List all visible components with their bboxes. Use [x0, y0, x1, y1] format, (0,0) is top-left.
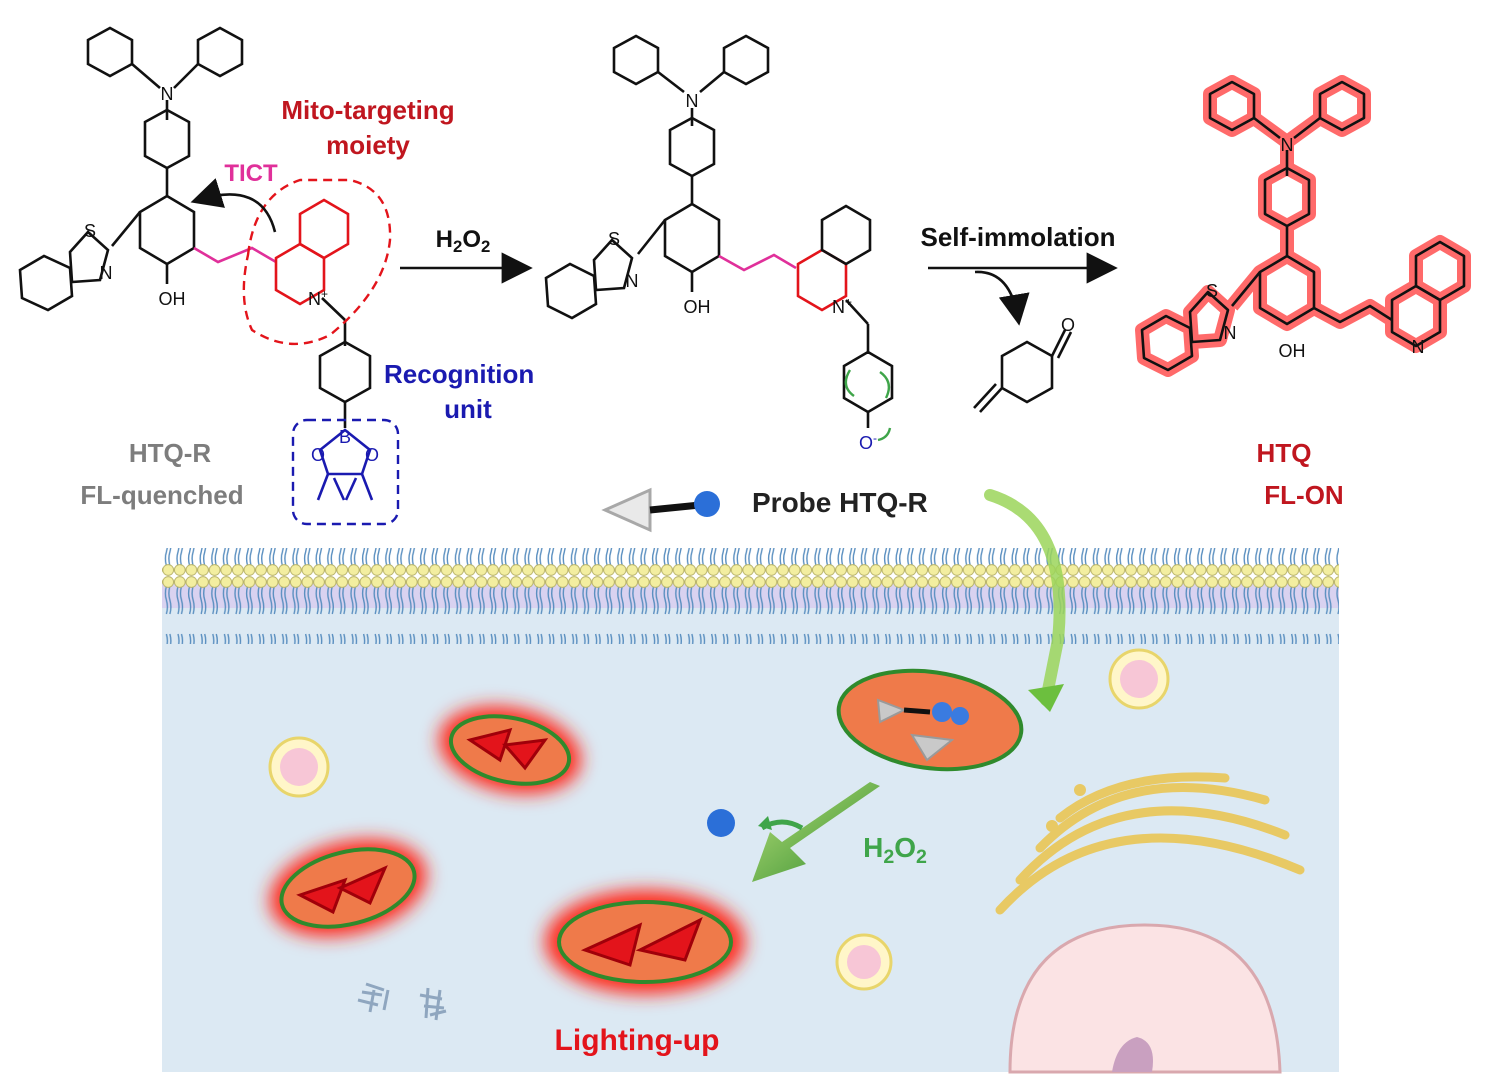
cell-membrane — [162, 548, 1339, 644]
label-recognition-1: Recognition — [384, 359, 535, 389]
vesicle — [835, 933, 893, 991]
atom-thiazole-n: N — [99, 263, 113, 283]
atom-quinone-o: O — [1060, 315, 1076, 335]
released-recognition-unit — [707, 809, 735, 837]
label-recognition-2: unit — [444, 394, 492, 424]
quinone-methide — [973, 329, 1073, 413]
label-self-immolation: Self-immolation — [920, 222, 1116, 252]
probe-uptake-arrow — [984, 489, 1066, 712]
golgi-apparatus — [995, 772, 1305, 915]
mitochondrion-lit — [545, 890, 745, 994]
label-htqr-name: HTQ-R — [128, 438, 212, 468]
mitochondrion-lit — [439, 706, 581, 794]
atom-phenolate-o: O- — [858, 431, 878, 453]
atom-boronate-o-right: O — [364, 445, 380, 465]
label-mito-targeting-1: Mito-targeting — [281, 95, 455, 125]
ribosome-cluster — [357, 982, 447, 1021]
atom-thiazole-n: N — [1223, 323, 1237, 343]
recognition-unit-highlight — [291, 418, 400, 526]
atom-oh: OH — [158, 289, 186, 309]
molecule-htq — [1135, 75, 1471, 377]
h2o2-activation-arrow — [752, 782, 880, 882]
atom-thiazole-n: N — [625, 271, 639, 291]
vesicle — [1108, 648, 1170, 710]
tict-arrow — [190, 178, 277, 233]
atom-boronate-o-left: O — [310, 445, 326, 465]
label-probe: Probe HTQ-R — [752, 487, 928, 518]
atom-boron: B — [338, 427, 352, 447]
mitochondrion-with-probe — [836, 668, 1024, 772]
label-htqr-state: FL-quenched — [80, 480, 244, 510]
mito-targeting-highlight — [242, 178, 392, 345]
atom-amine-n: N — [1280, 135, 1294, 155]
label-h2o2-cell: H2O2 — [863, 832, 927, 868]
nucleus — [1008, 923, 1282, 1074]
byproduct-release-arrow — [974, 270, 1030, 326]
probe-icon — [601, 487, 720, 533]
mitochondrion-lit — [269, 839, 427, 937]
atom-thiazole-s: S — [1205, 281, 1219, 301]
label-htq-state: FL-ON — [1264, 480, 1344, 510]
vesicle — [268, 736, 330, 798]
label-lighting-up: Lighting-up — [554, 1024, 720, 1057]
atom-quinolinium-n: N+ — [831, 295, 853, 317]
atom-amine-n: N — [685, 91, 699, 111]
label-htq-name: HTQ — [1256, 438, 1312, 468]
molecule-htq-r — [18, 26, 374, 501]
atom-amine-n: N — [160, 84, 174, 104]
atom-oh: OH — [1278, 341, 1306, 361]
atom-quinolinium-n: N+ — [307, 287, 329, 309]
molecule-phenolate-intermediate — [544, 34, 894, 428]
atom-thiazole-s: S — [607, 229, 621, 249]
label-h2o2-reagent: H2O2 — [435, 226, 491, 257]
atom-oh: OH — [683, 297, 711, 317]
label-mito-targeting-2: moiety — [326, 130, 410, 160]
atom-thiazole-s: S — [83, 221, 97, 241]
label-tict: TICT — [224, 160, 278, 187]
electron-flow-arrows — [844, 369, 892, 442]
atom-quinoline-n: N — [1411, 337, 1425, 357]
